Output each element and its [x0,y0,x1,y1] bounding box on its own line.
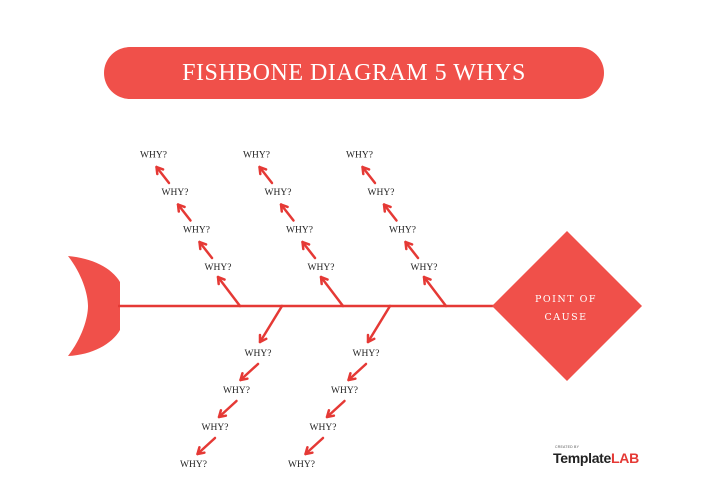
upper-bone-2-arrow-2-head [301,240,311,251]
lower-bone-2-arrow-3-shaft [325,399,346,419]
brand-name: TemplateLAB [553,450,639,466]
upper-bone-1-arrow-3-shaft [176,203,192,222]
upper-bone-1-arrow-2-shaft [198,240,214,260]
lower-bone-2-why-4: WHY? [288,460,315,470]
upper-bone-2-why-4: WHY? [243,151,270,161]
lower-bone-2-why-1: WHY? [353,349,380,359]
lower-bone-1-arrow-2-shaft [239,362,260,382]
upper-bone-2-arrow-4-shaft [258,165,274,185]
lower-bone-2-arrow-4-head [304,446,314,456]
lower-bone-1-why-1: WHY? [245,349,272,359]
upper-bone-1-arrow-3-head [176,203,186,213]
upper-bone-1-why-3: WHY? [162,188,189,198]
upper-bone-3-arrow-4-shaft [361,165,377,185]
lower-bone-1-arrow-1-head [258,333,268,344]
upper-bone-2-why-1: WHY? [308,263,335,273]
brand-name-template: Template [553,450,612,466]
title-banner: FISHBONE DIAGRAM 5 WHYS [104,47,604,99]
fish-tail [68,256,120,356]
lower-bone-2-why-2: WHY? [331,386,358,396]
upper-bone-3-arrow-2-head [404,240,414,251]
upper-bone-3-arrow-2-shaft [404,240,420,260]
upper-bone-2-arrow-3-shaft [279,203,295,222]
upper-bone-2-arrow-4-head [258,165,268,176]
page-title: FISHBONE DIAGRAM 5 WHYS [182,59,526,86]
lower-bone-1-arrow-3-head [217,409,228,419]
upper-bone-2-arrow-1-shaft [319,275,345,308]
upper-bone-3-why-3: WHY? [368,188,395,198]
upper-bone-3-why-4: WHY? [346,151,373,161]
upper-bone-1-why-2: WHY? [183,226,210,236]
upper-bone-3-why-1: WHY? [411,263,438,273]
lower-bone-2-why-3: WHY? [310,423,337,433]
lower-bone-2-arrow-1-head [366,333,376,344]
lower-bone-1-arrow-3-shaft [217,399,238,419]
upper-bone-3-arrow-1-shaft [422,275,448,308]
upper-bone-1-arrow-1-head [216,275,226,286]
cause-line-2: CAUSE [544,312,587,323]
upper-bone-2-why-2: WHY? [286,226,313,236]
upper-bone-2-why-3: WHY? [265,188,292,198]
upper-bone-2-arrow-1-head [319,275,329,286]
upper-bone-1-arrow-4-shaft [155,165,171,185]
upper-bone-3-arrow-4-head [361,165,371,176]
bones-group: WHY? WHY? WHY? WHY? WHY? WHY? WHY? WHY? WHY? WHY?… [140,151,448,470]
templatelab-logo: CREATED BY TemplateLAB [553,443,653,469]
lower-bone-1-why-4: WHY? [180,460,207,470]
cause-line-1: POINT OF [535,294,597,305]
upper-bone-3-arrow-3-head [382,203,392,213]
upper-bone-2-arrow-3-head [279,203,289,213]
lower-bone-1-arrow-4-head [196,446,206,456]
brand-created-by: CREATED BY [555,445,580,449]
brand-name-lab: LAB [611,450,639,466]
upper-bone-1-why-4: WHY? [140,151,167,161]
upper-bone-1-why-1: WHY? [205,263,232,273]
lower-bone-2-arrow-2-head [347,372,357,382]
upper-bone-1-arrow-1-shaft [216,275,242,308]
lower-bone-2-arrow-3-head [325,409,336,419]
lower-bone-2-arrow-2-shaft [347,362,368,382]
lower-bone-1-why-3: WHY? [202,423,229,433]
upper-bone-1-arrow-2-head [198,240,208,251]
lower-bone-1-arrow-4-shaft [196,436,217,456]
lower-bone-1-arrow-1-shaft [258,304,284,344]
upper-bone-3-why-2: WHY? [389,226,416,236]
upper-bone-3-arrow-1-head [422,275,432,286]
lower-bone-1-arrow-2-head [239,372,249,382]
upper-bone-3-arrow-3-shaft [382,203,398,222]
upper-bone-2-arrow-2-shaft [301,240,317,260]
upper-bone-1-arrow-4-head [155,165,165,176]
lower-bone-2-arrow-1-shaft [366,304,392,344]
lower-bone-2-arrow-4-shaft [304,436,325,456]
lower-bone-1-why-2: WHY? [223,386,250,396]
fish-head [492,231,642,381]
